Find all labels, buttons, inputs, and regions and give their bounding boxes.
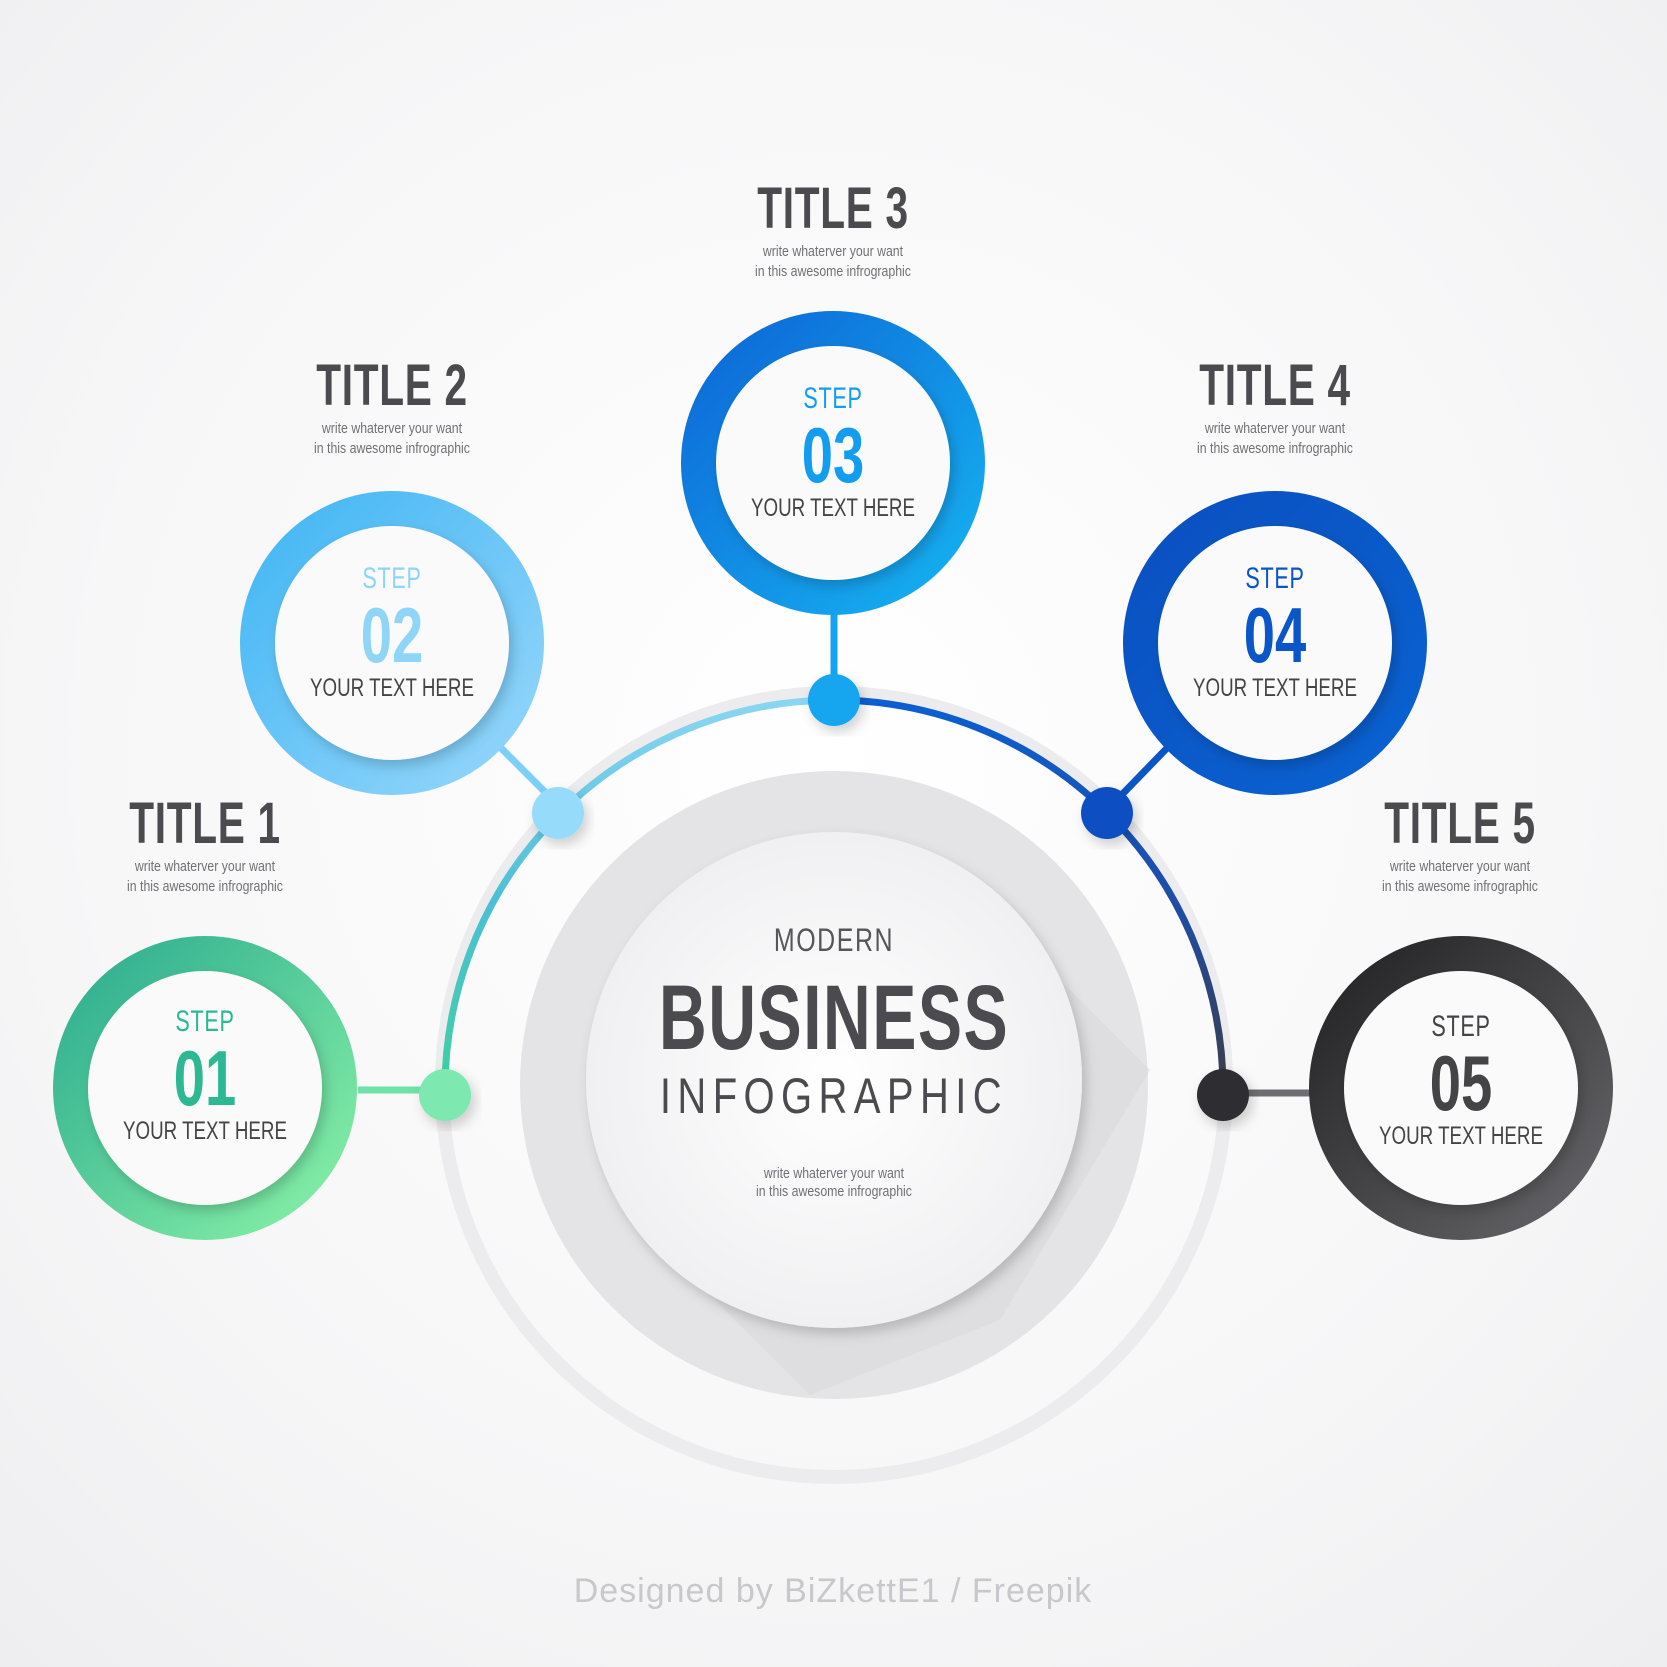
step-5-desc-line1: write whaterver your want xyxy=(1389,858,1531,875)
step-4-title: TITLE 4 xyxy=(1199,353,1351,418)
step-4-desc-line1: write whaterver your want xyxy=(1204,420,1346,437)
step-3-title: TITLE 3 xyxy=(757,176,909,241)
center-modern-label: MODERN xyxy=(773,922,895,958)
step-1-number: 01 xyxy=(173,1034,237,1122)
designer-credit: Designed by BiZkettE1 / Freepik xyxy=(573,1572,1093,1610)
center-white-disc xyxy=(586,832,1082,1328)
step-2-title-block: TITLE 2 write whaterver your want in thi… xyxy=(247,352,537,459)
step-4-step-word: STEP xyxy=(1245,562,1305,595)
step-1-content: STEP 01 YOUR TEXT HERE xyxy=(85,1005,325,1146)
center-label-block: MODERN BUSINESS INFOGRAPHIC write whater… xyxy=(584,922,1084,1201)
step-4-title-block: TITLE 4 write whaterver your want in thi… xyxy=(1130,352,1420,459)
dot-4 xyxy=(1081,787,1133,839)
step-5-text: YOUR TEXT HERE xyxy=(1379,1122,1543,1150)
step-3-desc-line2: in this awesome infrographic xyxy=(755,263,911,280)
step-ring-1 xyxy=(53,936,357,1240)
step-ring-4 xyxy=(1123,491,1427,795)
step-5-number: 05 xyxy=(1429,1039,1493,1127)
dot-1 xyxy=(419,1069,471,1121)
step-5-title: TITLE 5 xyxy=(1384,791,1536,856)
step-3-title-block: TITLE 3 write whaterver your want in thi… xyxy=(688,175,978,282)
center-subtitle: INFOGRAPHIC xyxy=(659,1068,1009,1124)
step-3-desc-line1: write whaterver your want xyxy=(762,243,904,260)
center-desc-line2: in this awesome infrographic xyxy=(756,1183,912,1200)
step-1-title: TITLE 1 xyxy=(129,791,281,856)
step-2-text: YOUR TEXT HERE xyxy=(310,674,474,702)
step-1-step-word: STEP xyxy=(175,1005,235,1038)
step-5-title-block: TITLE 5 write whaterver your want in thi… xyxy=(1315,790,1605,897)
step-3-content: STEP 03 YOUR TEXT HERE xyxy=(713,382,953,523)
step-1-desc-line2: in this awesome infrographic xyxy=(127,878,283,895)
step-2-desc-line2: in this awesome infrographic xyxy=(314,440,470,457)
step-2-step-word: STEP xyxy=(362,562,422,595)
step-2-content: STEP 02 YOUR TEXT HERE xyxy=(272,562,512,703)
dot-5 xyxy=(1197,1069,1249,1121)
step-2-desc-line1: write whaterver your want xyxy=(321,420,463,437)
step-2-number: 02 xyxy=(360,591,424,679)
step-2-title: TITLE 2 xyxy=(316,353,468,418)
step-1-text: YOUR TEXT HERE xyxy=(123,1117,287,1145)
step-4-text: YOUR TEXT HERE xyxy=(1193,674,1357,702)
step-4-desc-line2: in this awesome infrographic xyxy=(1197,440,1353,457)
center-main-title: BUSINESS xyxy=(658,967,1010,1069)
step-ring-2 xyxy=(240,491,544,795)
step-1-desc-line1: write whaterver your want xyxy=(134,858,276,875)
step-5-desc-line2: in this awesome infrographic xyxy=(1382,878,1538,895)
step-3-text: YOUR TEXT HERE xyxy=(751,494,915,522)
center-desc-line1: write whaterver your want xyxy=(763,1165,905,1182)
step-4-content: STEP 04 YOUR TEXT HERE xyxy=(1155,562,1395,703)
step-ring-5 xyxy=(1309,936,1613,1240)
dot-2 xyxy=(532,787,584,839)
step-4-number: 04 xyxy=(1243,591,1307,679)
step-ring-3 xyxy=(681,311,985,615)
step-3-number: 03 xyxy=(801,411,865,499)
step-5-step-word: STEP xyxy=(1431,1010,1491,1043)
dot-3 xyxy=(808,674,860,726)
step-3-step-word: STEP xyxy=(803,382,863,415)
step-5-content: STEP 05 YOUR TEXT HERE xyxy=(1341,1010,1581,1151)
step-1-title-block: TITLE 1 write whaterver your want in thi… xyxy=(60,790,350,897)
